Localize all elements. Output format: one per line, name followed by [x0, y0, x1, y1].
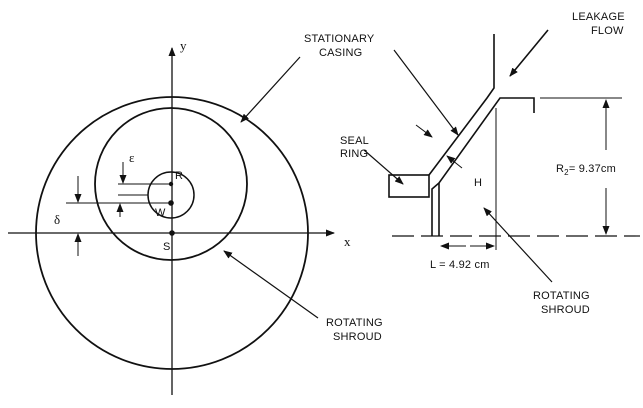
delta-symbol: δ	[54, 212, 60, 227]
rotating-shroud-circle	[94, 107, 248, 261]
shroud-leader-arrow	[223, 250, 319, 319]
gap-arrow-inner	[446, 155, 463, 169]
left-shroud-label-line1: ROTATING	[326, 317, 383, 329]
epsilon-symbol: ε	[129, 150, 135, 165]
x-axis-label: x	[344, 234, 351, 249]
casing-leader-arrow	[240, 56, 301, 123]
casing-label-arrow	[393, 49, 459, 136]
right-shroud-label-line2: SHROUD	[541, 304, 590, 316]
y-axis-label: y	[180, 38, 187, 53]
casing-label-line1: STATIONARY	[304, 33, 375, 45]
leakage-label-line2: FLOW	[591, 25, 624, 37]
right-shroud-label-line1: ROTATING	[533, 290, 590, 302]
point-w-dot	[168, 200, 174, 206]
stationary-casing-circle	[35, 96, 309, 370]
left-view: y x ε δ R W S	[8, 38, 351, 395]
point-s-dot	[169, 230, 175, 236]
length-label: L = 4.92 cm	[430, 259, 490, 271]
point-r-label: R	[175, 170, 183, 182]
point-s-label: S	[163, 241, 171, 253]
left-shroud-label-line2: SHROUD	[333, 331, 382, 343]
gap-arrow-outer	[415, 124, 433, 138]
rotating-shroud-profile	[431, 97, 535, 236]
seal-ring-label-line1: SEAL	[340, 135, 369, 147]
seal-ring-arrow	[363, 149, 404, 185]
seal-ring-body	[388, 174, 430, 198]
stationary-casing-profile	[428, 34, 495, 176]
r2-label: R2= 9.37cm	[556, 163, 616, 177]
casing-label-line2: CASING	[319, 47, 362, 59]
leakage-label-line1: LEAKAGE	[572, 11, 625, 23]
point-w-label: W	[155, 207, 166, 219]
right-view: STATIONARY CASING LEAKAGE FLOW SEAL RING…	[304, 11, 640, 343]
r2-subscript: 2	[564, 168, 569, 177]
leakage-flow-arrow	[509, 29, 549, 77]
gap-label: H	[474, 177, 482, 189]
seal-ring-label-line2: RING	[340, 148, 368, 160]
right-shroud-arrow	[483, 207, 553, 283]
